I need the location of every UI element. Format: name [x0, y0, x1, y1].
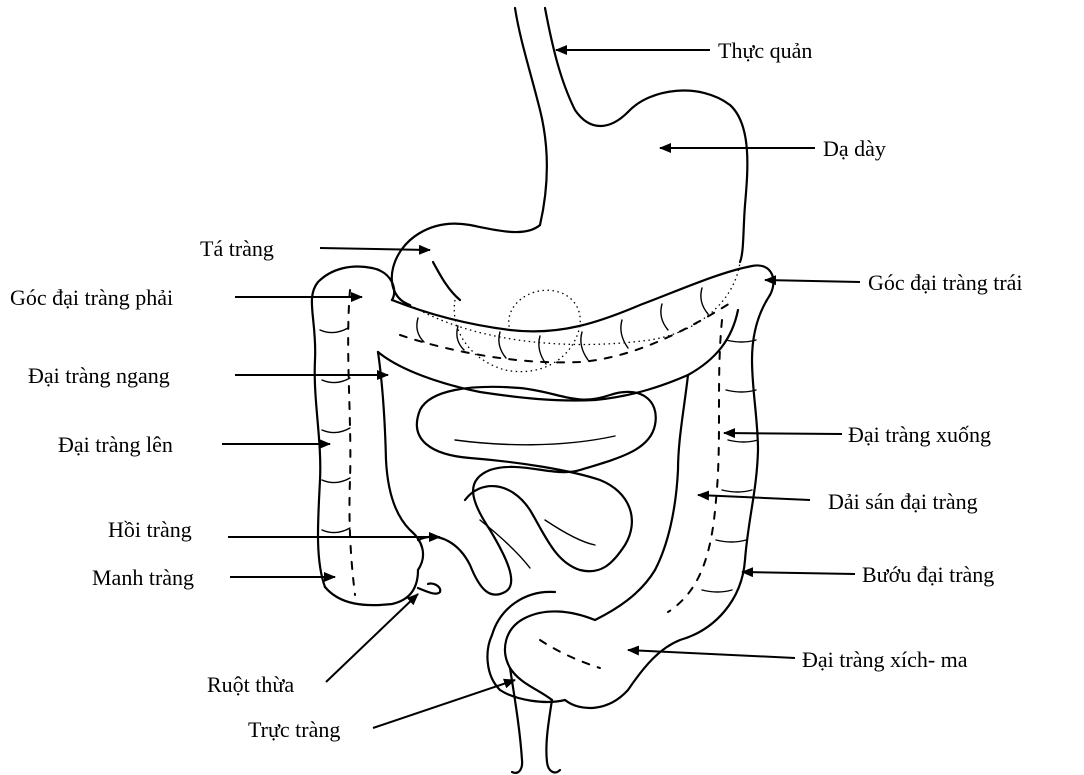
arrow-xich-ma [628, 650, 795, 658]
label-buou-dai-trang: Bướu đại tràng [862, 562, 994, 587]
label-goc-dai-trang-trai: Góc đại tràng trái [868, 270, 1023, 295]
taenia-coli [348, 290, 735, 612]
label-dai-trang-xich-ma: Đại tràng xích- ma [802, 647, 968, 672]
label-da-day: Dạ dày [823, 136, 886, 161]
arrow-goc-dai-trang-trai [765, 280, 860, 282]
label-dai-san-dai-trang: Dải sán đại tràng [828, 489, 978, 514]
label-ruot-thua: Ruột thừa [207, 672, 294, 697]
small-intestine [417, 387, 656, 595]
leader-lines [222, 50, 860, 728]
label-ta-trang: Tá tràng [200, 236, 274, 261]
appendix [418, 583, 440, 593]
label-hoi-trang: Hồi tràng [108, 517, 192, 542]
arrow-ruot-thua [326, 594, 418, 682]
esophagus [515, 8, 628, 225]
stomach [392, 91, 748, 345]
labels: Thực quản Dạ dày Tá tràng Góc đại tràng … [10, 38, 1023, 742]
arrow-ta-trang [320, 248, 430, 250]
label-thuc-quan: Thực quản [718, 38, 812, 63]
label-dai-trang-len: Đại tràng lên [58, 432, 173, 457]
label-dai-trang-xuong: Đại tràng xuống [848, 422, 991, 447]
arrow-dai-trang-xuong [724, 433, 842, 434]
label-manh-trang: Manh tràng [92, 565, 194, 590]
label-goc-dai-trang-phai: Góc đại tràng phải [10, 285, 173, 310]
label-truc-trang: Trực tràng [248, 717, 340, 742]
duodenum [433, 262, 580, 372]
arrow-truc-trang [373, 680, 515, 728]
arrow-buou [742, 572, 855, 574]
sigmoid-rectum [487, 592, 600, 773]
label-dai-trang-ngang: Đại tràng ngang [28, 363, 170, 388]
